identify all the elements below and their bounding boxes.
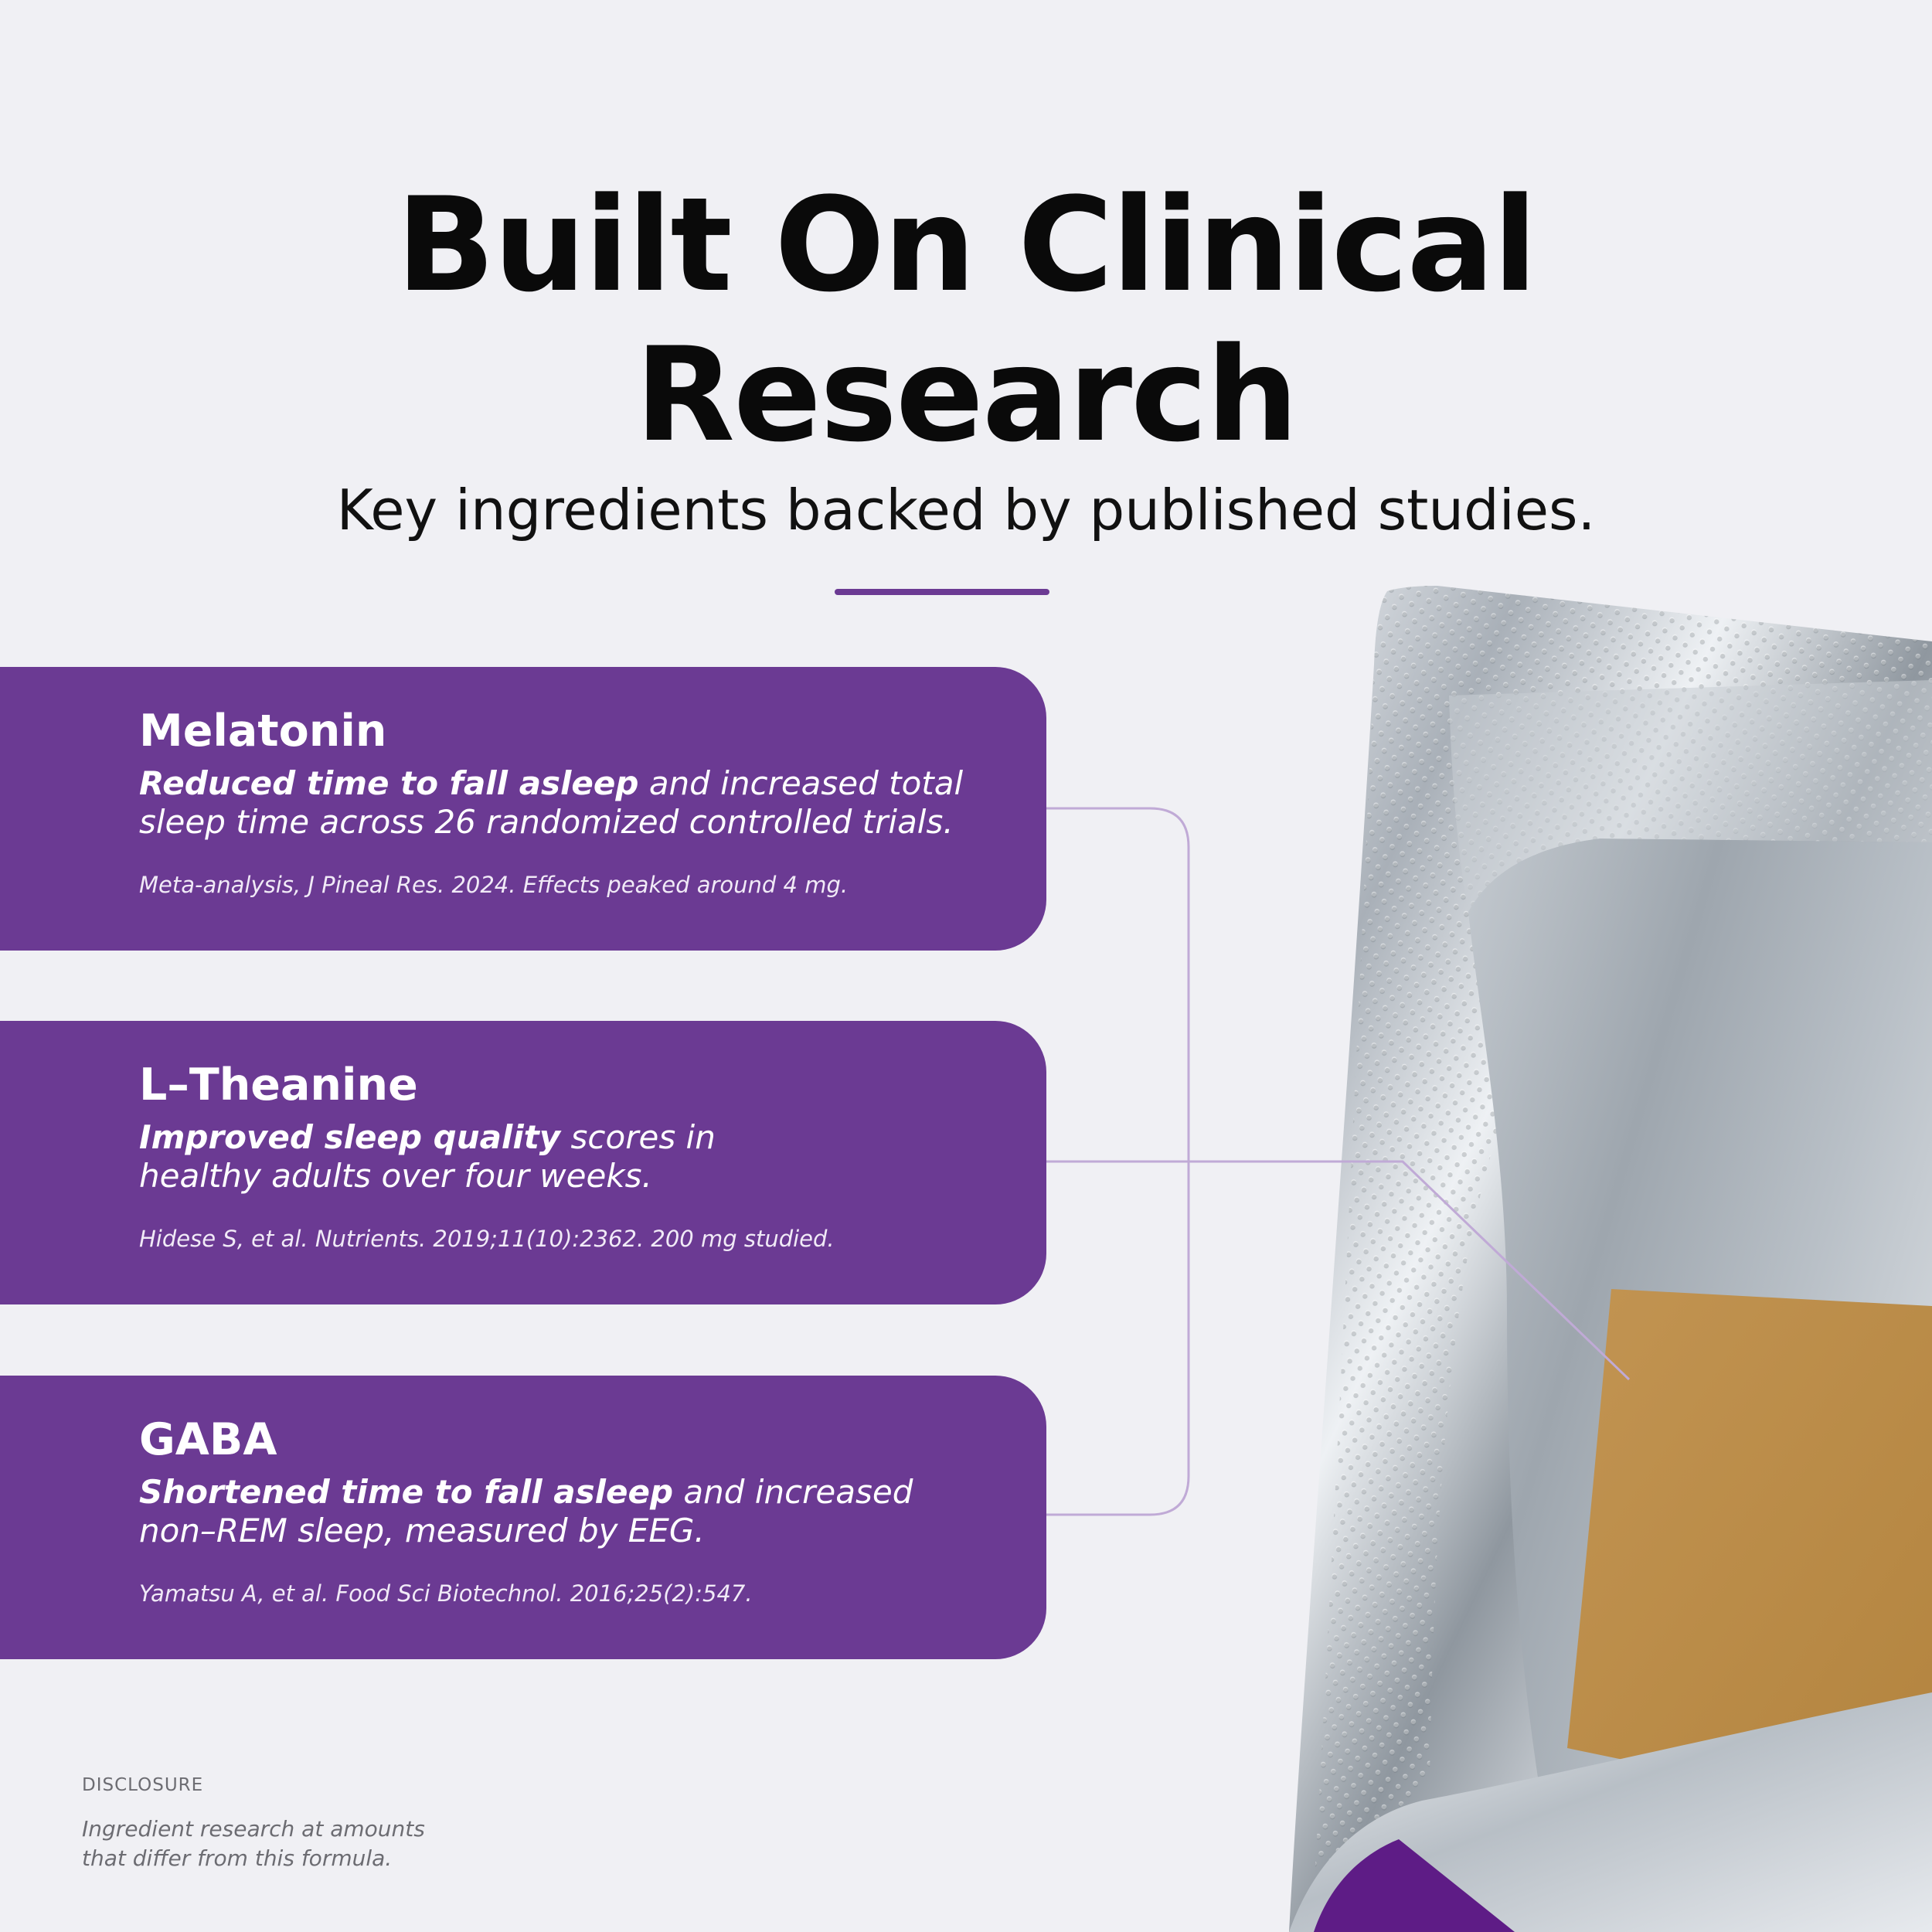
ingredient-citation: Meta-analysis, J Pineal Res. 2024. Effec… bbox=[139, 872, 849, 898]
page-subtitle: Key ingredients backed by published stud… bbox=[336, 478, 1596, 543]
ingredient-claim: Reduced time to fall asleep and increase… bbox=[139, 764, 1020, 842]
ingredient-card-melatonin: Melatonin Reduced time to fall asleep an… bbox=[0, 667, 1046, 951]
title-line-2: Research bbox=[634, 319, 1299, 471]
claim-text: and increased total bbox=[638, 764, 964, 802]
page-title: Built On Clinical Research bbox=[0, 170, 1932, 470]
ingredient-card-l-theanine: L–Theanine Improved sleep quality scores… bbox=[0, 1021, 1046, 1304]
ingredient-claim: Shortened time to fall asleep and increa… bbox=[139, 1473, 1020, 1550]
ingredient-citation: Hidese S, et al. Nutrients. 2019;11(10):… bbox=[139, 1226, 835, 1252]
ingredient-card-gaba: GABA Shortened time to fall asleep and i… bbox=[0, 1376, 1046, 1659]
ingredient-name: GABA bbox=[139, 1414, 277, 1465]
claim-highlight: Improved sleep quality bbox=[139, 1118, 561, 1156]
title-line-1: Built On Clinical bbox=[396, 169, 1538, 321]
disclosure-label: DISCLOSURE bbox=[82, 1775, 204, 1795]
claim-text: scores in bbox=[560, 1118, 716, 1156]
ingredient-citation: Yamatsu A, et al. Food Sci Biotechnol. 2… bbox=[139, 1580, 753, 1607]
disclosure-text: Ingredient research at amounts that diffe… bbox=[82, 1815, 468, 1873]
ingredient-name: L–Theanine bbox=[139, 1060, 418, 1111]
claim-text-line2: non–REM sleep, measured by EEG. bbox=[139, 1512, 705, 1549]
title-divider bbox=[835, 589, 1049, 595]
ingredient-name: Melatonin bbox=[139, 706, 387, 757]
claim-text-line2: sleep time across 26 randomized controll… bbox=[139, 803, 954, 841]
claim-text: and increased bbox=[673, 1473, 913, 1511]
claim-highlight: Shortened time to fall asleep bbox=[139, 1473, 674, 1511]
claim-text-line2: healthy adults over four weeks. bbox=[139, 1157, 652, 1195]
disclosure-line-2: that differ from this formula. bbox=[82, 1845, 393, 1871]
disclosure-line-1: Ingredient research at amounts bbox=[82, 1816, 425, 1842]
claim-highlight: Reduced time to fall asleep bbox=[139, 764, 639, 802]
